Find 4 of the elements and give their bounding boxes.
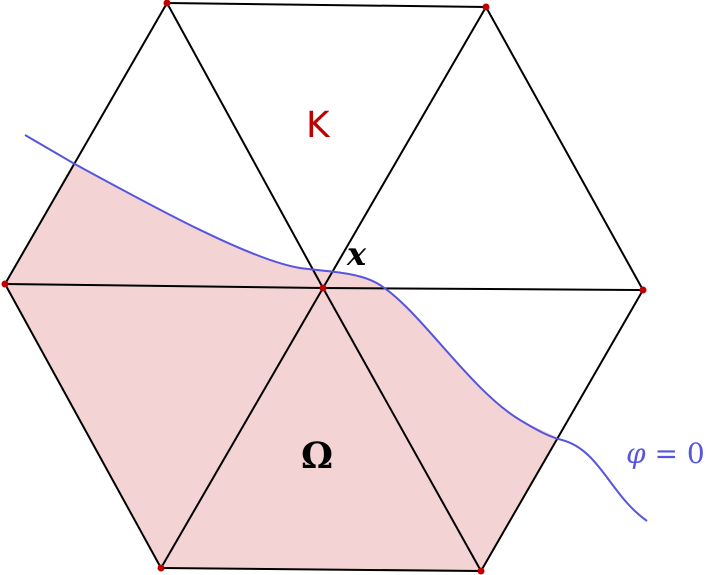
triangle-label: K bbox=[306, 108, 330, 144]
region-label: Ω bbox=[301, 438, 334, 474]
point-label: x bbox=[347, 238, 366, 270]
curve-label: φ = 0 bbox=[626, 440, 705, 468]
